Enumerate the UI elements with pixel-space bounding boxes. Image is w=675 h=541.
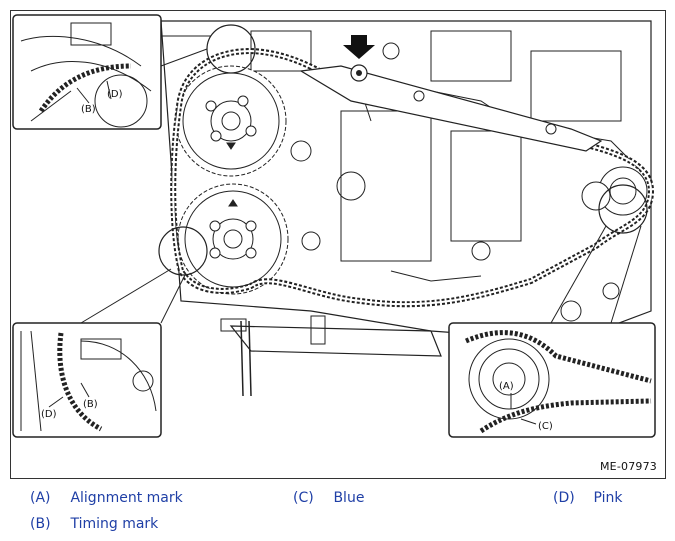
engine-drawing: (B) (D) (D) (B) [12,14,656,438]
detail-circle-left [158,226,208,276]
figure-code: ME-07973 [599,460,657,473]
down-arrow-icon [343,35,375,59]
callout-d-top: (D) [107,89,123,100]
legend-item-a: (A) Alignment mark [30,490,183,506]
legend-item-c: (C) Blue [293,490,364,506]
legend: (A) Alignment mark (B) Timing mark (C) B… [0,486,675,541]
callout-b-top: (B) [81,104,96,115]
legend-text: Timing mark [70,516,159,532]
inset-bottom-left: (D) (B) [12,322,162,438]
legend-item-b: (B) Timing mark [30,516,158,532]
legend-label: (C) [293,490,314,506]
lower-cam-sprocket [177,183,289,295]
inset-top-left: (B) (D) [12,14,162,130]
legend-text: Blue [333,490,365,506]
callout-a: (A) [499,381,514,392]
upper-cam-sprocket [175,65,287,177]
timing-chain-diagram: (B) (D) (D) (B) [10,10,666,479]
crank-sprocket [581,166,648,216]
inset-bottom-right: (A) (C) [448,322,656,438]
detail-circle-right [598,184,648,234]
legend-item-d: (D) Pink [553,490,622,506]
legend-text: Alignment mark [70,490,183,506]
legend-label: (D) [553,490,575,506]
leader-lines [80,35,642,324]
legend-label: (A) [30,490,51,506]
callout-d-bottom: (D) [41,409,57,420]
callout-b-bottom: (B) [83,399,98,410]
legend-label: (B) [30,516,51,532]
legend-text: Pink [593,490,623,506]
chain-guide [299,65,603,152]
callout-c: (C) [538,421,553,432]
